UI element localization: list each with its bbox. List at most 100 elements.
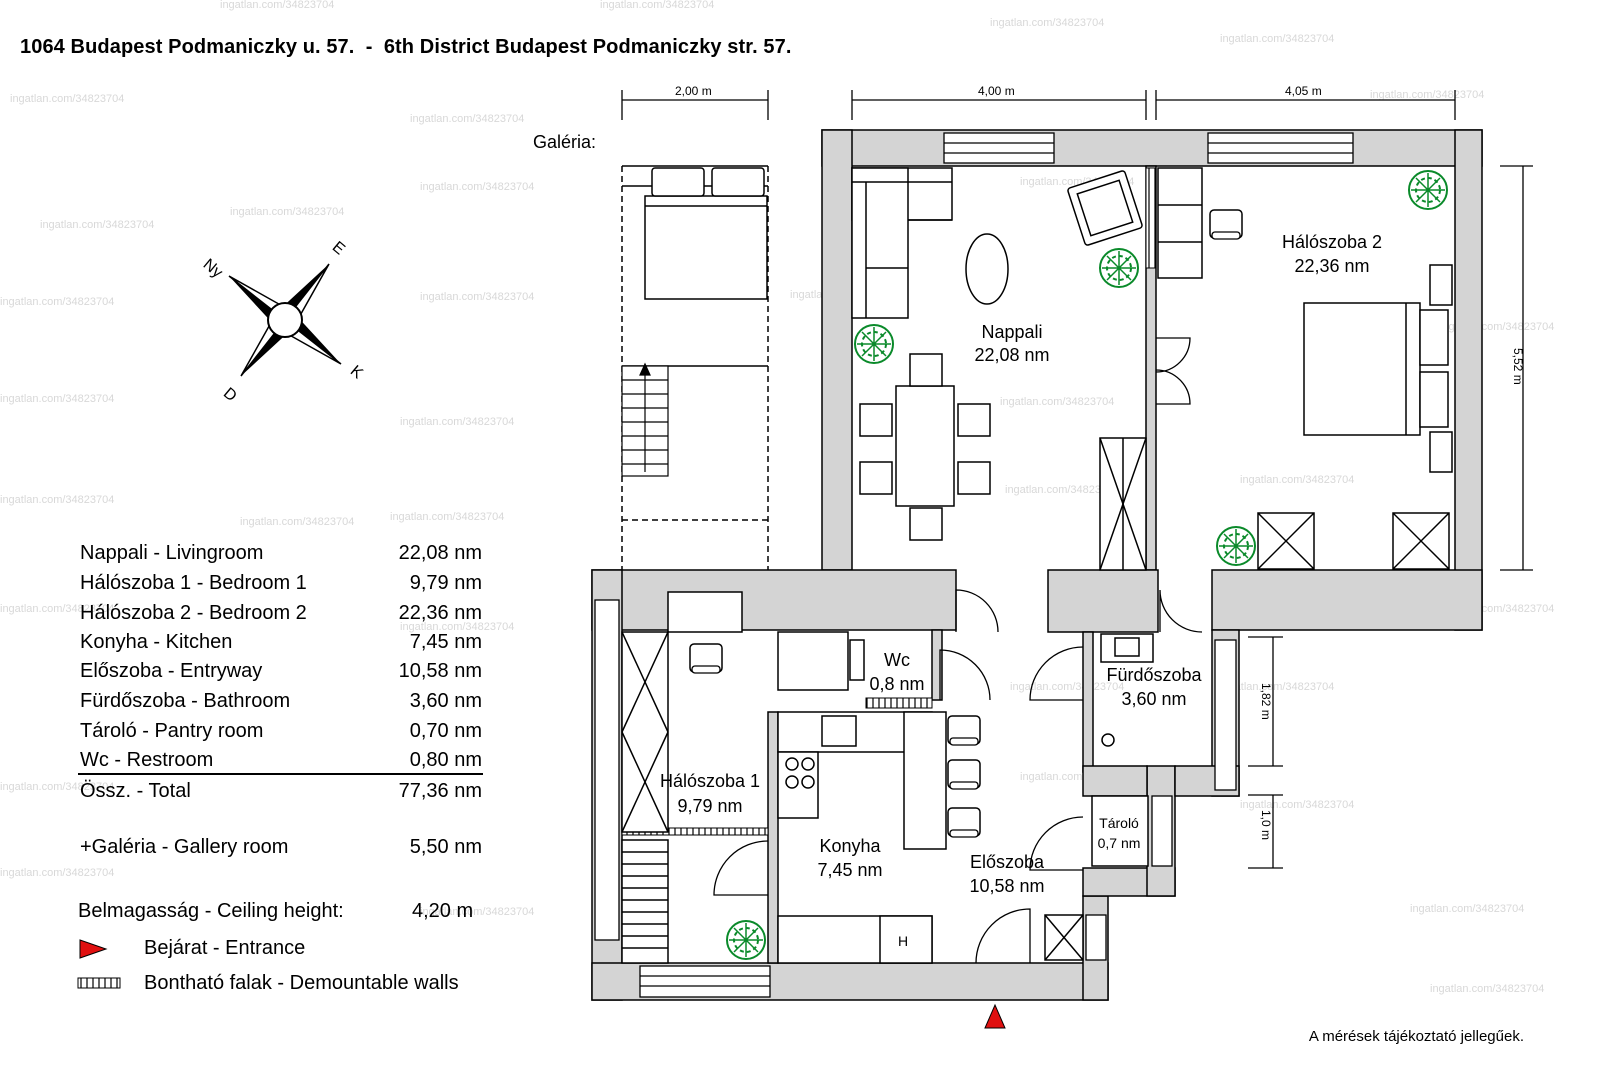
gallery-room-label: +Galéria - Gallery room [80,836,289,858]
entrance-marker [984,1003,1006,1029]
legend-label: Előszoba - Entryway [80,660,263,682]
legend-value: 0,70 nm [409,720,482,742]
kitchen-furniture [777,631,947,964]
watermark-34: ingatlan.com/34823704 [1410,903,1524,915]
room-haloszoba1-name: Hálószoba 1 [660,771,760,791]
dim-gallery-width: 2,00 m [675,84,712,98]
doors [713,337,1203,964]
legend-row: Fürdőszoba - Bathroom 3,60 nm [80,690,500,718]
watermark-18: ingatlan.com/34823704 [1000,396,1114,408]
watermark-16: ingatlan.com/34823704 [0,393,114,405]
bedroom1-chair [689,643,723,674]
legend-label: Tároló - Pantry room [80,720,264,742]
legend-label: Konyha - Kitchen [80,631,233,653]
legend-label: Hálószoba 2 - Bedroom 2 [80,602,307,624]
room-nappali-name: Nappali [981,322,1042,342]
compass-south-label: D [220,385,240,405]
watermark-2: ingatlan.com/34823704 [600,0,714,11]
ceiling-value: 4,20 m [412,900,474,922]
total-value: 77,36 nm [398,780,482,802]
room-haloszoba2-name: Hálószoba 2 [1282,232,1382,252]
legend-label: Nappali - Livingroom [80,542,264,564]
compass-west-label: K [347,363,366,383]
bedroom2-chair [1209,209,1243,240]
gallery-plan [621,165,769,570]
bar-stool-1 [947,715,981,746]
legend-value: 22,36 nm [398,602,482,624]
watermark-4: ingatlan.com/34823704 [1220,33,1334,45]
watermark-7: ingatlan.com/34823704 [1370,89,1484,101]
room-haloszoba2-area: 22,36 nm [1294,256,1369,276]
watermark-32: ingatlan.com/34823704 [0,781,114,793]
room-nappali-area: 22,08 nm [974,345,1049,365]
room-labels: Nappali 22,08 nm Hálószoba 2 22,36 nm Há… [660,232,1382,896]
dimension-lines [621,90,1533,869]
room-haloszoba1-area: 9,79 nm [677,796,742,816]
watermark-9: ingatlan.com/34823704 [40,219,154,231]
room-eloszoba-area: 10,58 nm [969,876,1044,896]
watermark-23: ingatlan.com/34823704 [1240,474,1354,486]
plant-icon-5 [726,920,766,960]
watermark-17: ingatlan.com/34823704 [400,416,514,428]
watermark-27: ingatlan.com/34823704 [400,621,514,633]
compass-east-label: E [329,239,348,259]
legend-gallery-row: +Galéria - Gallery room 5,50 nm [80,836,500,864]
room-eloszoba-name: Előszoba [970,852,1045,872]
dim-bedroom2-depth: 5,52 m [1511,348,1525,385]
living-furniture [851,167,1147,571]
legend-row: Előszoba - Entryway 10,58 nm [80,660,500,688]
dim-bath-height: 1,82 m [1259,683,1273,720]
watermark-35: ingatlan.com/34823704 [0,867,114,879]
watermark-19: ingatlan.com/34823704 [0,494,114,506]
watermark-36: ingatlan.com/34823704 [420,906,534,918]
gallery-label: Galéria: [533,132,596,152]
watermark-20: ingatlan.com/34823704 [240,516,354,528]
room-furdoszoba-area: 3,60 nm [1121,689,1186,709]
plan-title: 1064 Budapest Podmaniczky u. 57. - 6th D… [20,36,792,58]
watermark-21: ingatlan.com/34823704 [390,511,504,523]
room-tarolo-area: 0,7 nm [1098,835,1141,851]
legend-divider [78,773,483,775]
disclaimer-note: A mérések tájékoztató jellegűek. [1308,1028,1524,1045]
demountable-walls [621,167,1157,836]
bedroom1-furniture [621,591,743,964]
legend-value: 10,58 nm [398,660,482,682]
entrance-legend-icon [79,939,108,959]
compass-north-label: Ny [200,256,226,282]
demountable-legend-label: Bontható falak - Demountable walls [144,972,459,994]
watermark-31: ingatlan.com/34823704 [1240,799,1354,811]
dim-bedroom2-width: 4,05 m [1285,84,1322,98]
gallery-bed [644,195,768,300]
gallery-room-value: 5,50 nm [409,836,482,858]
compass: Ny E K D [200,239,366,406]
legend-label: Fürdőszoba - Bathroom [80,690,291,712]
legend-row: Hálószoba 2 - Bedroom 2 22,36 nm [80,602,500,630]
watermark-12: ingatlan.com/34823704 [0,296,114,308]
entrance-legend-label: Bejárat - Entrance [144,937,306,959]
legend-value: 3,60 nm [409,690,482,712]
plant-icon-2 [1099,248,1139,288]
legend-value: 0,80 nm [409,749,482,771]
bedroom2-furniture [1157,167,1453,570]
windows [594,132,1354,998]
watermark-13: ingatlan.com/34823704 [420,291,534,303]
room-konyha-name: Konyha [819,836,881,856]
room-tarolo-name: Tároló [1099,815,1139,831]
demountable-legend-icon [77,977,121,989]
plant-icon-1 [854,324,894,364]
stove-label: H [898,933,908,949]
watermark-29: ingatlan.com/34823704 [1220,681,1334,693]
dim-living-width: 4,00 m [978,84,1015,98]
gallery-stairs [621,362,669,477]
watermark-1: ingatlan.com/34823704 [220,0,334,11]
watermark-28: ingatlan.com/34823704 [1010,681,1124,693]
watermark-22: ingatlan.com/34823704 [1005,484,1119,496]
dim-pantry-height: 1,0 m [1259,810,1273,840]
bar-stool-2 [947,759,981,790]
